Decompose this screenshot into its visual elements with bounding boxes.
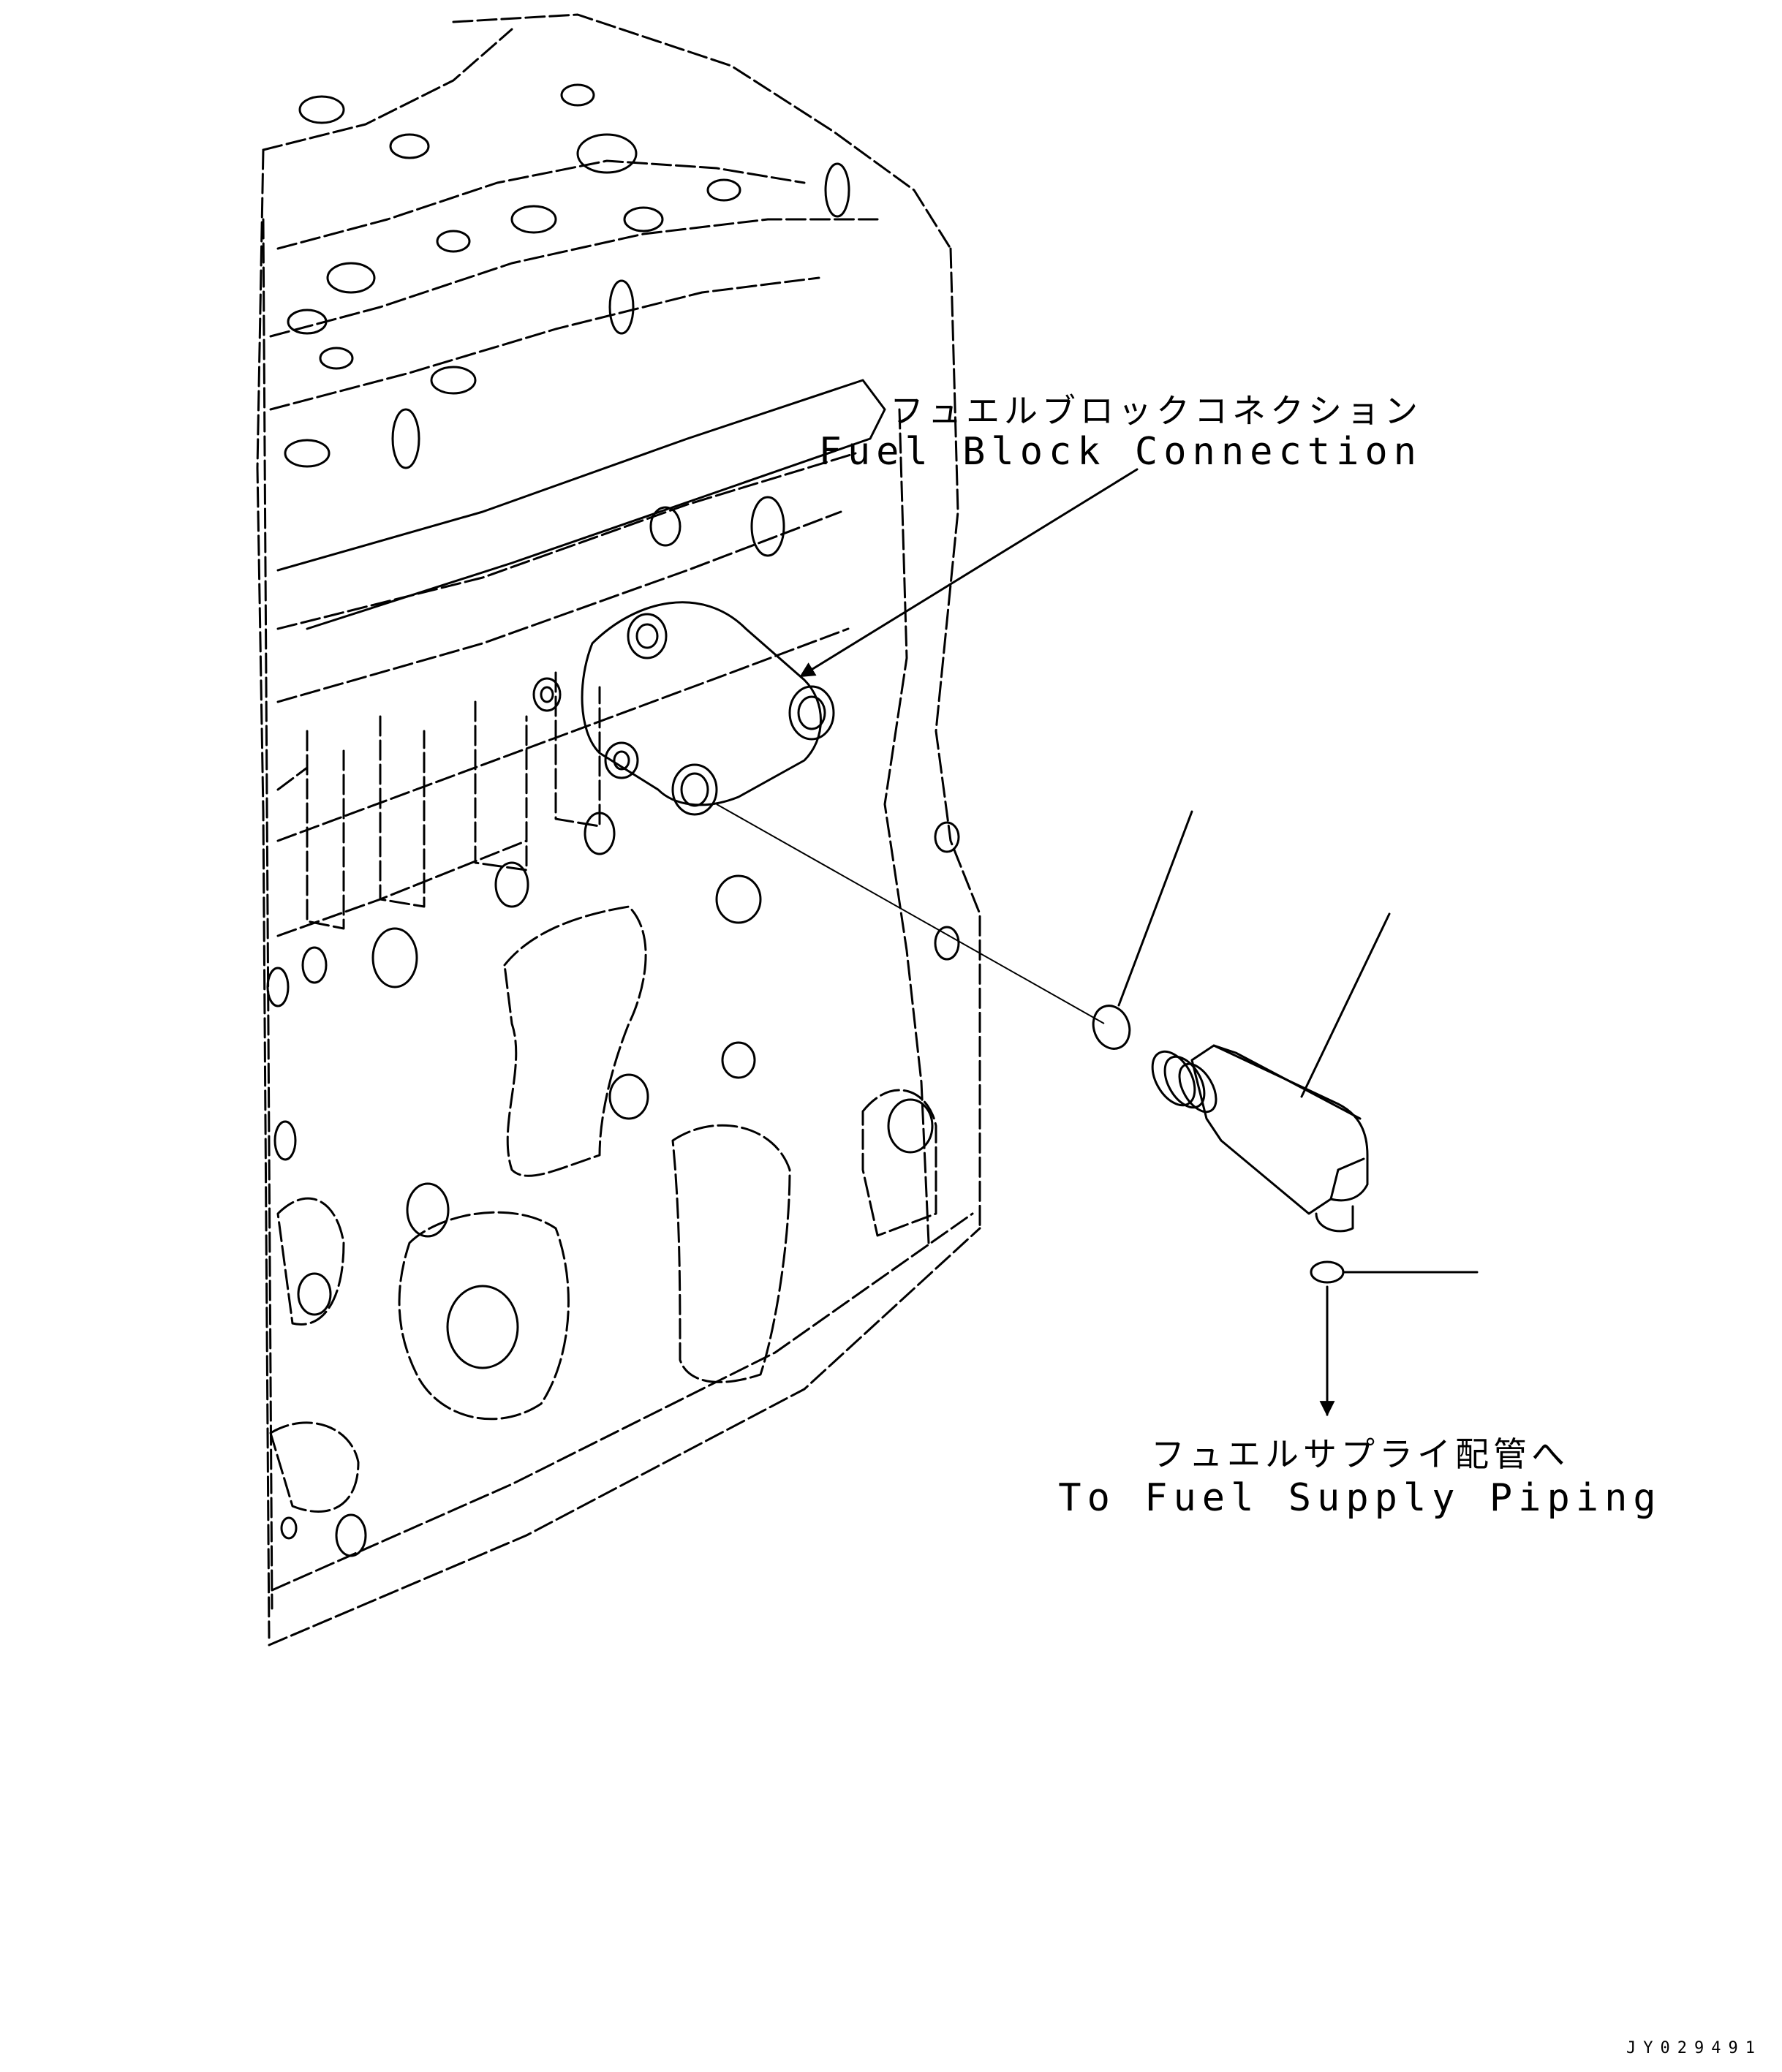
o-ring-upper-leader [1117,810,1193,1007]
block-bottom-inner-edge [271,1212,974,1592]
fuel-block-label-jp: フュエルブロックコネクション [890,391,1422,431]
drawing-code: JY029491 [1626,2039,1762,2057]
head-top-edge [452,13,952,250]
o-ring-upper [1092,1005,1131,1050]
head-bosses [284,83,850,557]
rail-outline [276,379,886,630]
rail-lower-edge [276,452,857,630]
block-inner-left-edge [262,218,273,1610]
head-rib-2 [269,218,879,338]
explode-axis-line [716,804,1105,1024]
block-left-edge [256,148,271,1639]
block-bottom-edge [268,1227,981,1646]
head-rib-3 [269,276,820,411]
block-right-inner-edge [883,408,930,1244]
engine-block-drawing [256,13,981,1646]
fuel-block-body [532,601,835,816]
fuel-block-label-en: Fuel Block Connection [819,430,1422,474]
supply-piping-label-jp: フュエルサプライ配管へ [1151,1434,1569,1474]
fuel-block-callout-arrow [799,468,1139,678]
o-ring-lower [1310,1260,1345,1284]
head-left-top-edge [262,28,513,151]
supply-piping-label-en: To Fuel Supply Piping [1058,1476,1661,1520]
head-rib-1 [276,159,806,250]
rail-bottom-edge [276,510,842,703]
elbow-fitting-leader [1300,912,1391,1098]
block-face-features [266,627,960,1557]
elbow-fitting [1151,912,1391,1233]
block-right-edge [935,247,981,1230]
